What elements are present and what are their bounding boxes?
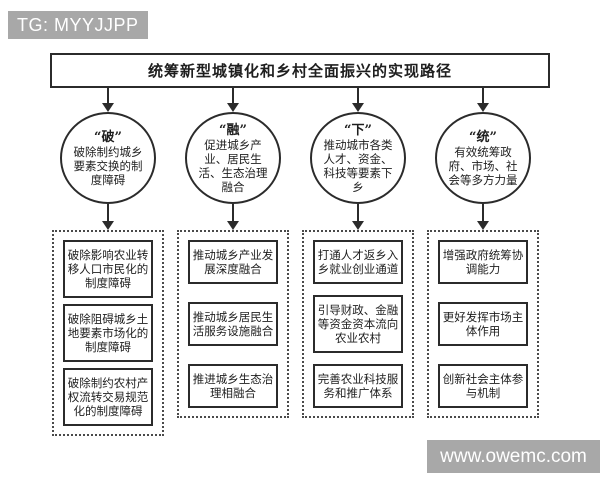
measure-box: 破除制约农村产权流转交易规范化的制度障碍 xyxy=(63,368,153,426)
measure-box: 更好发挥市场主体作用 xyxy=(438,302,528,346)
circle-tong: “统” 有效统筹政府、市场、社会等多方力量 xyxy=(435,112,531,204)
measure-box: 破除阻碍城乡土地要素市场化的制度障碍 xyxy=(63,304,153,362)
down-arrow-icon xyxy=(227,204,239,230)
circle-xia: “下” 推动城市各类人才、资金、科技等要素下乡 xyxy=(310,112,406,204)
circle-label: “破” xyxy=(94,129,122,145)
measures-group-rong: 推动城乡产业发展深度融合 推动城乡居民生活服务设施融合 推进城乡生态治理相融合 xyxy=(177,230,289,418)
measure-box: 打通人才返乡入乡就业创业通道 xyxy=(313,240,403,284)
down-arrow-icon xyxy=(102,204,114,230)
measure-box: 引导财政、金融等资金资本流向农业农村 xyxy=(313,295,403,353)
down-arrow-icon xyxy=(477,88,489,112)
circle-text: 促进城乡产业、居民生活、生态治理融合 xyxy=(198,137,268,194)
measures-group-po: 破除影响农业转移人口市民化的制度障碍 破除阻碍城乡土地要素市场化的制度障碍 破除… xyxy=(52,230,164,436)
measures-group-xia: 打通人才返乡入乡就业创业通道 引导财政、金融等资金资本流向农业农村 完善农业科技… xyxy=(302,230,414,418)
circle-label: “下” xyxy=(344,122,372,138)
diagram-title: 统筹新型城镇化和乡村全面振兴的实现路径 xyxy=(147,62,452,80)
circle-text: 有效统筹政府、市场、社会等多方力量 xyxy=(448,144,518,187)
circle-text: 推动城市各类人才、资金、科技等要素下乡 xyxy=(323,137,393,194)
diagram-title-box: 统筹新型城镇化和乡村全面振兴的实现路径 xyxy=(50,53,550,88)
measure-box: 增强政府统筹协调能力 xyxy=(438,240,528,284)
circle-text: 破除制约城乡要素交换的制度障碍 xyxy=(73,144,143,187)
column-xia: “下” 推动城市各类人才、资金、科技等要素下乡 打通人才返乡入乡就业创业通道 引… xyxy=(302,88,414,418)
down-arrow-icon xyxy=(352,204,364,230)
column-tong: “统” 有效统筹政府、市场、社会等多方力量 增强政府统筹协调能力 更好发挥市场主… xyxy=(427,88,539,418)
down-arrow-icon xyxy=(477,204,489,230)
measure-box: 推动城乡居民生活服务设施融合 xyxy=(188,302,278,346)
measure-box: 破除影响农业转移人口市民化的制度障碍 xyxy=(63,240,153,298)
circle-po: “破” 破除制约城乡要素交换的制度障碍 xyxy=(60,112,156,204)
measure-box: 推动城乡产业发展深度融合 xyxy=(188,240,278,284)
measure-box: 完善农业科技服务和推广体系 xyxy=(313,364,403,408)
circle-label: “统” xyxy=(469,129,497,145)
down-arrow-icon xyxy=(227,88,239,112)
down-arrow-icon xyxy=(102,88,114,112)
measure-box: 创新社会主体参与机制 xyxy=(438,364,528,408)
site-watermark: www.owemc.com xyxy=(427,440,600,473)
tg-watermark-badge: TG: MYYJJPP xyxy=(8,11,148,39)
down-arrow-icon xyxy=(352,88,364,112)
circle-rong: “融” 促进城乡产业、居民生活、生态治理融合 xyxy=(185,112,281,204)
column-po: “破” 破除制约城乡要素交换的制度障碍 破除影响农业转移人口市民化的制度障碍 破… xyxy=(52,88,164,436)
measures-group-tong: 增强政府统筹协调能力 更好发挥市场主体作用 创新社会主体参与机制 xyxy=(427,230,539,418)
measure-box: 推进城乡生态治理相融合 xyxy=(188,364,278,408)
circle-label: “融” xyxy=(219,122,247,138)
column-rong: “融” 促进城乡产业、居民生活、生态治理融合 推动城乡产业发展深度融合 推动城乡… xyxy=(177,88,289,418)
